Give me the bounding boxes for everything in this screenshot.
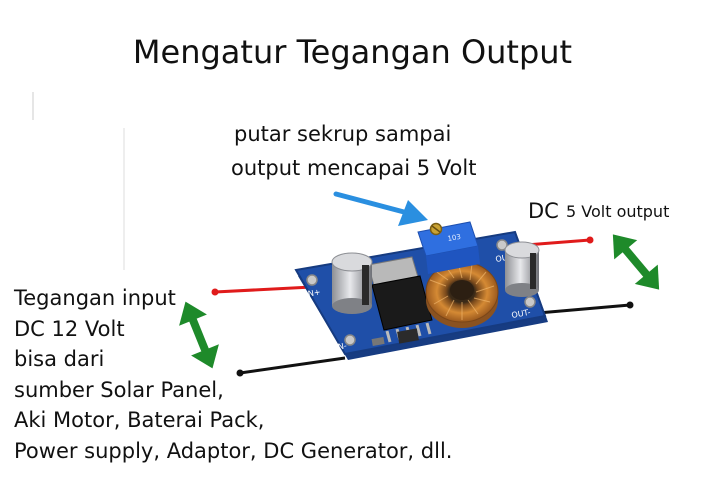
input-line: Tegangan input (14, 286, 176, 310)
input-line: Aki Motor, Baterai Pack, (14, 408, 265, 432)
potentiometer: 103 (417, 221, 480, 274)
instruction-line-2: output mencapai 5 Volt (231, 156, 477, 180)
input-positive-end (211, 288, 219, 296)
output-capacitor (504, 241, 540, 297)
inductor-core (450, 280, 474, 300)
output-dc-label: DC (528, 199, 559, 223)
output-voltage-double-arrow (612, 234, 660, 290)
toroidal-inductor (425, 261, 499, 328)
ic-pin-1 (385, 330, 392, 343)
mount-hole-1 (306, 274, 318, 286)
pin-in-minus-label: IN- (335, 341, 348, 352)
mount-hole-2 (524, 296, 536, 308)
input-description: Tegangan input DC 12 Volt bisa dari sumb… (14, 283, 452, 466)
mount-hole-4 (496, 239, 508, 251)
ic-pin-4 (415, 324, 422, 337)
page-title: Mengatur Tegangan Output (132, 33, 573, 71)
potentiometer-marking: 103 (447, 233, 462, 243)
ic-pin-5 (425, 322, 432, 335)
input-capacitor-stripe (362, 265, 369, 305)
input-line: Power supply, Adaptor, DC Generator, dll… (14, 438, 453, 463)
input-line: sumber Solar Panel, (14, 377, 224, 402)
instruction-line-1: putar sekrup sampai (234, 122, 452, 146)
pin-out-minus-label: OUT- (511, 308, 532, 320)
smd-resistor (371, 337, 385, 346)
buck-converter-board: IN+ IN- OUT+ OUT- (294, 221, 548, 360)
mount-hole-3 (344, 334, 356, 346)
input-line: bisa dari (14, 347, 105, 371)
pin-in-plus-label: IN+ (305, 287, 321, 298)
input-negative-end (236, 369, 244, 377)
regulator-ic (367, 256, 433, 343)
output-negative-end (626, 301, 634, 309)
input-capacitor (331, 252, 373, 314)
screw-pointer-arrow (333, 191, 428, 226)
input-negative-wire (239, 356, 346, 375)
potentiometer-front (426, 246, 480, 274)
output-capacitor-stripe (530, 253, 536, 289)
ic-body (371, 275, 433, 331)
smd-diode (397, 328, 419, 344)
screw-slot (431, 225, 441, 233)
input-line: DC 12 Volt (14, 316, 125, 341)
output-voltage-label: 5 Volt output (566, 202, 670, 221)
output-positive-end (586, 236, 594, 244)
input-voltage-double-arrow (179, 301, 219, 369)
input-positive-wire (214, 285, 313, 294)
